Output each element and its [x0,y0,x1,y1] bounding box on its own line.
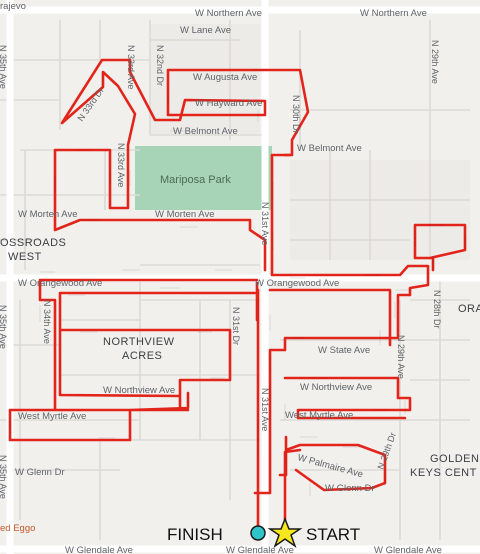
street-label: W Northern Ave [195,8,262,19]
direction-arrows [9,69,466,497]
street-label: W Glendale Ave [374,545,442,554]
street-label: W Lane Ave [180,25,231,36]
route-segment-north-loop [53,58,310,272]
street-label: W Northview Ave [103,385,175,396]
street-label: N 30th Dr [291,95,301,134]
start-star-icon [267,516,303,548]
street-label: N 35th Ave [0,45,8,89]
street-label: W Glenn Dr [325,483,375,494]
area-label: WEST [8,251,42,263]
street-label: W Glendale Ave [226,545,294,554]
mariposa-park-area [135,146,272,210]
street-label: W Orangewood Ave [255,278,339,289]
street-label: N 35th Ave [0,455,8,499]
street-label: W Northern Ave [360,8,427,19]
street-label: N 35th Ave [0,305,8,349]
street-label: N 29th Ave [430,40,440,84]
street-label: N 29th Ave [396,335,406,379]
finish-marker: FINISH [167,525,266,544]
street-label: West Myrtle Ave [285,410,353,421]
street-label: N 31st Ave [260,202,270,245]
park-label: Mariposa Park [160,174,231,186]
poi-label: ed Eggo [0,523,35,534]
street-label: W Belmont Ave [173,126,238,137]
street-label: W Morten Ave [18,209,78,220]
finish-dot-icon [250,525,266,541]
route-segment-start [283,448,302,527]
street-label: W Morten Ave [155,209,215,220]
street-label: W Orangewood Ave [18,278,102,289]
finish-label: FINISH [167,525,223,544]
start-label: START [306,525,360,544]
street-label: N 31st Ave [260,388,270,431]
street-label: N 34th Ave [42,300,52,344]
area-label: KEYS CENT [410,467,477,479]
area-label: GOLDEN [430,453,479,465]
street-label: N 33rd Ave [116,143,126,187]
street-label: N 33rd Ave [126,45,136,89]
street-label: W Glendale Ave [65,545,133,554]
start-marker: START [267,516,360,548]
area-label: rajevo [0,1,26,12]
street-label: W State Ave [318,345,370,356]
street-label: West Myrtle Ave [18,411,86,422]
street-label: W Glenn Dr [15,467,65,478]
area-label: ORA [458,303,480,315]
street-label: W Augusta Ave [193,72,257,83]
route-path [8,58,467,527]
street-label: W Northview Ave [300,382,372,393]
street-label: N 32nd Dr [155,45,165,86]
street-label: W Belmont Ave [297,143,362,154]
street-label: W Hayward Ave [195,98,262,109]
street-label: N 31st Dr [231,307,241,345]
area-labels: Mariposa Park OSSROADS WEST NORTHVIEW AC… [0,1,480,534]
street-labels: W Northern Ave W Northern Ave W Lane Ave… [0,8,442,554]
residential-block [290,160,470,260]
minor-streets [0,20,470,540]
street-label: N 28th Dr [432,290,442,329]
area-label: NORTHVIEW [103,336,175,348]
area-label: ACRES [122,350,162,362]
area-label: OSSROADS [0,237,66,249]
